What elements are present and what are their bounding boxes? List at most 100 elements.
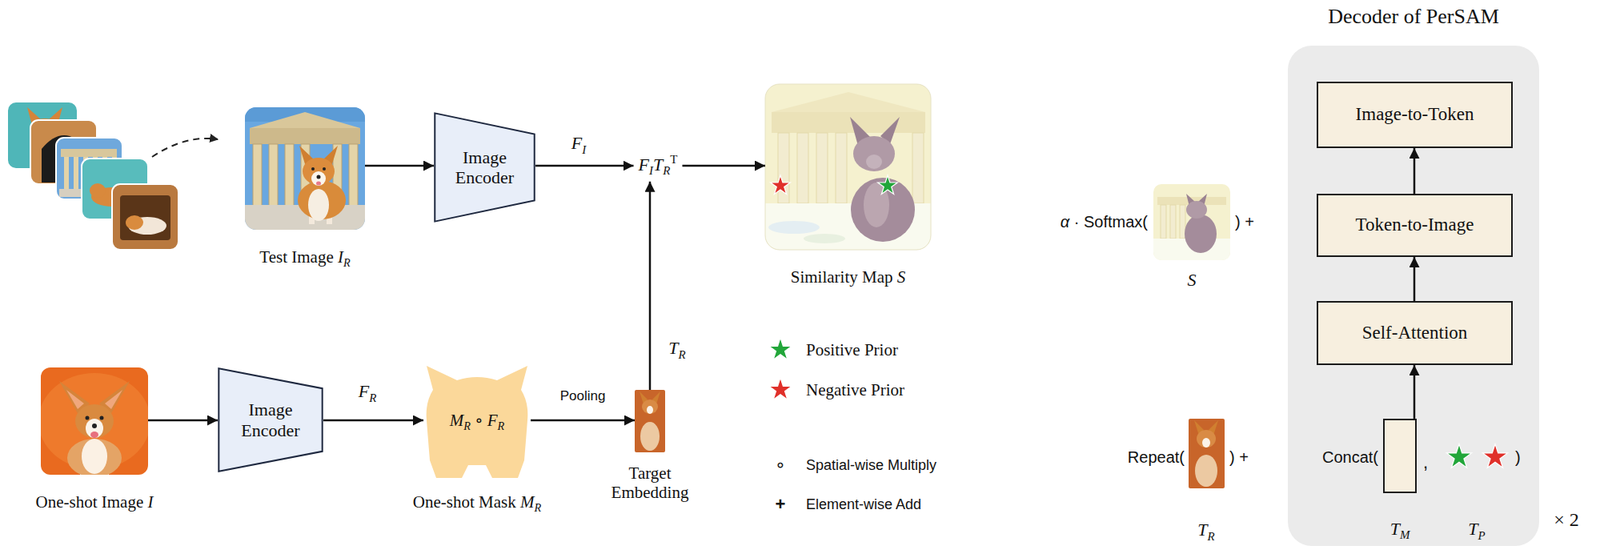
arrow-connector [681, 164, 766, 168]
caption: One-shot Image I [36, 492, 154, 512]
small-similarity-map-part [1160, 204, 1167, 239]
one-shot-image-part [85, 416, 90, 421]
token-label: TP [1467, 518, 1485, 542]
similarity-map-part [768, 220, 820, 234]
image-stack-part [112, 184, 179, 250]
target-embedding-image-part [646, 405, 654, 414]
test-image [244, 107, 365, 230]
positive-prior-token-part [1446, 444, 1472, 469]
arrow-connector [535, 164, 634, 168]
edge-label: TR [665, 337, 688, 361]
text-holder: Decoder of PerSAM [1327, 4, 1500, 29]
text-run: + [775, 493, 786, 514]
similarity-map-part [816, 132, 828, 204]
image-stack-part [73, 156, 79, 189]
formula-text: α · Softmax( [1060, 212, 1148, 232]
token-box: TM [1383, 418, 1417, 494]
text-holder: Similarity Map S [790, 267, 907, 287]
text-run: Target Embedding [611, 463, 690, 502]
test-image-part [308, 188, 329, 221]
text-run: S [897, 267, 907, 287]
one-shot-image-part [85, 418, 104, 438]
text-run: Decoder of PerSAM [1327, 4, 1500, 29]
label-holder: ∘ [774, 454, 786, 475]
text-run: · Softmax( [1069, 212, 1148, 231]
legend-negative-star-part [769, 377, 793, 401]
text-run: I [581, 143, 586, 157]
caption: Target Embedding [601, 463, 698, 502]
text-run: R [1207, 529, 1216, 543]
box-label: Self-Attention [1362, 322, 1468, 344]
text-run: ) [1515, 448, 1521, 466]
text-holder: Target Embedding [601, 463, 698, 502]
edge-label: Pooling [557, 388, 609, 405]
repeat-count: × 2 [1553, 509, 1580, 532]
process-box: Token-to-Image [1316, 193, 1513, 257]
label-holder: ) + [1229, 448, 1249, 467]
legend-entry: Negative Prior [806, 380, 905, 400]
image-stack-part [60, 148, 117, 157]
text-run: Self-Attention [1362, 322, 1468, 343]
text-holder: Token-to-Image [1355, 214, 1475, 236]
test-image-part [348, 144, 358, 207]
text-run: , [1423, 452, 1428, 473]
text-run: ) + [1235, 212, 1255, 231]
arrow-connector [649, 181, 652, 390]
text-run: ∘ [470, 410, 488, 430]
arrow-connector [364, 164, 434, 168]
similarity-map-part [853, 136, 895, 172]
text-run: Negative Prior [806, 380, 905, 400]
text-holder: One-shot Image I [36, 492, 154, 512]
text-run: T [653, 154, 663, 175]
box-label: MR ∘ FR [449, 410, 506, 433]
text-run: I [649, 164, 654, 178]
edge-label-holder: Pooling [557, 388, 609, 405]
edge-label: FI [569, 132, 589, 157]
box-label: Image Encoder [230, 399, 311, 441]
encoder-outline [218, 368, 322, 471]
arrow-connector [148, 419, 218, 422]
formula-text: ) + [1229, 448, 1249, 467]
text-run: Spatial-wise Multiply [806, 457, 937, 474]
repeat-embedding-image-part [1196, 429, 1216, 448]
text-run: × 2 [1553, 509, 1580, 530]
similarity-map-part [797, 132, 809, 204]
text-run: Token-to-Image [1355, 214, 1475, 235]
text-run: T [1390, 518, 1400, 539]
similarity-map-part [850, 177, 915, 242]
target-embedding-image-part [641, 399, 658, 414]
test-image-part [302, 157, 335, 185]
negative-prior-star-part [770, 175, 791, 195]
similarity-map-part [912, 132, 924, 204]
text-run: Repeat( [1127, 448, 1185, 466]
edge-label-holder: FR [356, 380, 380, 405]
process-box: Self-Attention [1316, 300, 1513, 365]
text-holder: MR ∘ FR [449, 410, 506, 433]
one-shot-image [40, 367, 149, 475]
text-holder: Image Encoder [445, 147, 526, 189]
arrow-connector [1413, 256, 1416, 301]
formula-text: , [1423, 452, 1428, 473]
legend-symbol: + [775, 493, 786, 514]
small-similarity-map-part [1153, 184, 1231, 261]
label-holder: ) + [1235, 212, 1255, 232]
text-run: R [662, 164, 670, 178]
formula-text: ) [1515, 448, 1521, 467]
text-holder: Image-to-Token [1355, 104, 1475, 125]
test-image-part [316, 181, 321, 186]
arrow-connector [530, 419, 635, 422]
target-embedding-image-part [634, 389, 666, 453]
test-image-part [311, 167, 315, 171]
test-image-node: Test Image IR [244, 107, 365, 230]
caption: TM [1390, 518, 1411, 542]
image-label: TR [1197, 519, 1215, 543]
text-run: ) + [1229, 448, 1249, 466]
box-label: FITRT [638, 152, 678, 178]
text-run: Image Encoder [455, 147, 514, 188]
text-run: I [147, 492, 153, 512]
text-run: Element-wise Add [806, 496, 922, 513]
text-holder: One-shot Mask MR [413, 492, 542, 514]
image-stack-part [125, 215, 144, 230]
image-stack-part [89, 183, 106, 198]
arrow-connector [1413, 364, 1416, 419]
